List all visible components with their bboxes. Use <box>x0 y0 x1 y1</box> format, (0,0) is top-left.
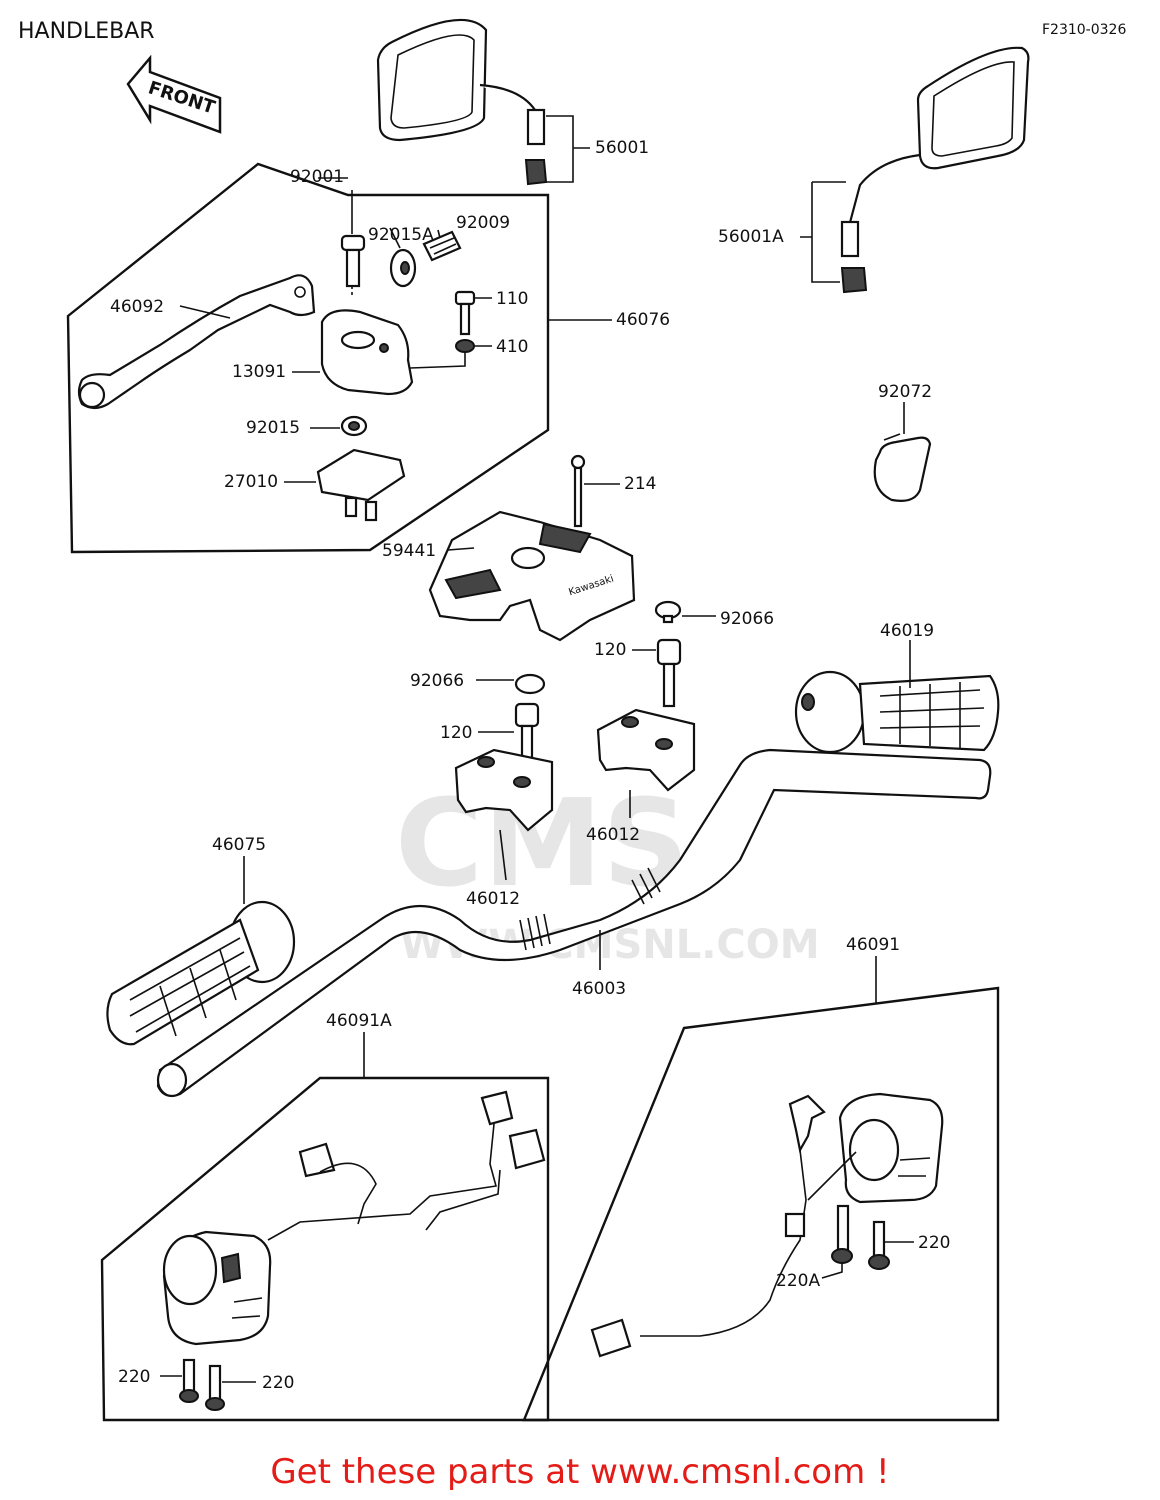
adjuster-92009 <box>422 230 462 262</box>
left-mirror <box>376 18 548 186</box>
cover-59441: Kawasaki <box>428 510 636 642</box>
nut-92015 <box>340 415 368 437</box>
label-56001A: 56001A <box>718 227 784 247</box>
plug-92066-lower <box>514 673 546 695</box>
grip-46075 <box>106 900 296 1046</box>
brake-lever <box>77 274 316 410</box>
left-switch-frame <box>100 1076 550 1422</box>
front-arrow-icon: FRONT <box>126 54 222 134</box>
right-switch-frame <box>522 986 1000 1422</box>
screw-220-left-a <box>179 1358 199 1403</box>
diagram-title: HANDLEBAR <box>18 19 155 44</box>
screw-220-left-b <box>205 1364 225 1411</box>
label-46019: 46019 <box>880 621 934 641</box>
label-13091: 13091 <box>232 362 286 382</box>
left-switch-wiring <box>267 1090 546 1241</box>
screw-220A <box>831 1204 853 1264</box>
label-92015: 92015 <box>246 418 300 438</box>
label-220-left-b: 220 <box>262 1373 294 1393</box>
label-220A: 220A <box>776 1271 820 1291</box>
label-220-right: 220 <box>918 1233 950 1253</box>
lever-holder <box>320 309 414 396</box>
label-92001: 92001 <box>290 167 344 187</box>
label-46091: 46091 <box>846 935 900 955</box>
label-46091A: 46091A <box>326 1011 392 1031</box>
label-92066-upper: 92066 <box>720 609 774 629</box>
screw-220-right <box>868 1220 890 1270</box>
clamp-46012-upper <box>596 708 696 792</box>
screw-110 <box>454 290 476 336</box>
label-59441: 59441 <box>382 541 436 561</box>
bolt-120-upper <box>656 638 682 708</box>
figure-code: F2310-0326 <box>1042 22 1126 38</box>
handlebar-46003 <box>156 748 992 1098</box>
label-56001: 56001 <box>595 138 649 158</box>
label-46012-upper: 46012 <box>586 825 640 845</box>
label-92066-lower: 92066 <box>410 671 464 691</box>
right-mirror <box>840 46 1030 294</box>
label-27010: 27010 <box>224 472 278 492</box>
label-110: 110 <box>496 289 528 309</box>
label-46003: 46003 <box>572 979 626 999</box>
right-switch-wiring <box>590 1094 857 1358</box>
label-46076: 46076 <box>616 310 670 330</box>
switch-27010 <box>316 448 406 522</box>
washer-92015A <box>389 248 417 288</box>
label-46075: 46075 <box>212 835 266 855</box>
cta-banner[interactable]: Get these parts at www.cmsnl.com ! <box>270 1452 890 1492</box>
bolt-120-lower <box>514 702 540 772</box>
label-92009: 92009 <box>456 213 510 233</box>
screw-214 <box>570 454 586 528</box>
label-120-upper: 120 <box>594 640 626 660</box>
lever-assembly-frame <box>66 162 550 554</box>
right-switch-housing <box>838 1092 944 1204</box>
label-220-left-a: 220 <box>118 1367 150 1387</box>
clamp-46012-lower <box>454 748 554 832</box>
bolt-92001 <box>340 190 366 298</box>
grip-46019 <box>794 670 1000 754</box>
label-46012-lower: 46012 <box>466 889 520 909</box>
washer-410 <box>455 339 475 353</box>
label-46092: 46092 <box>110 297 164 317</box>
plug-92066-upper <box>654 600 682 624</box>
label-92015A: 92015A <box>368 225 434 245</box>
label-214: 214 <box>624 474 656 494</box>
label-410: 410 <box>496 337 528 357</box>
label-92072: 92072 <box>878 382 932 402</box>
label-120-lower: 120 <box>440 723 472 743</box>
left-switch-housing <box>162 1230 272 1346</box>
band-92072 <box>873 433 932 502</box>
